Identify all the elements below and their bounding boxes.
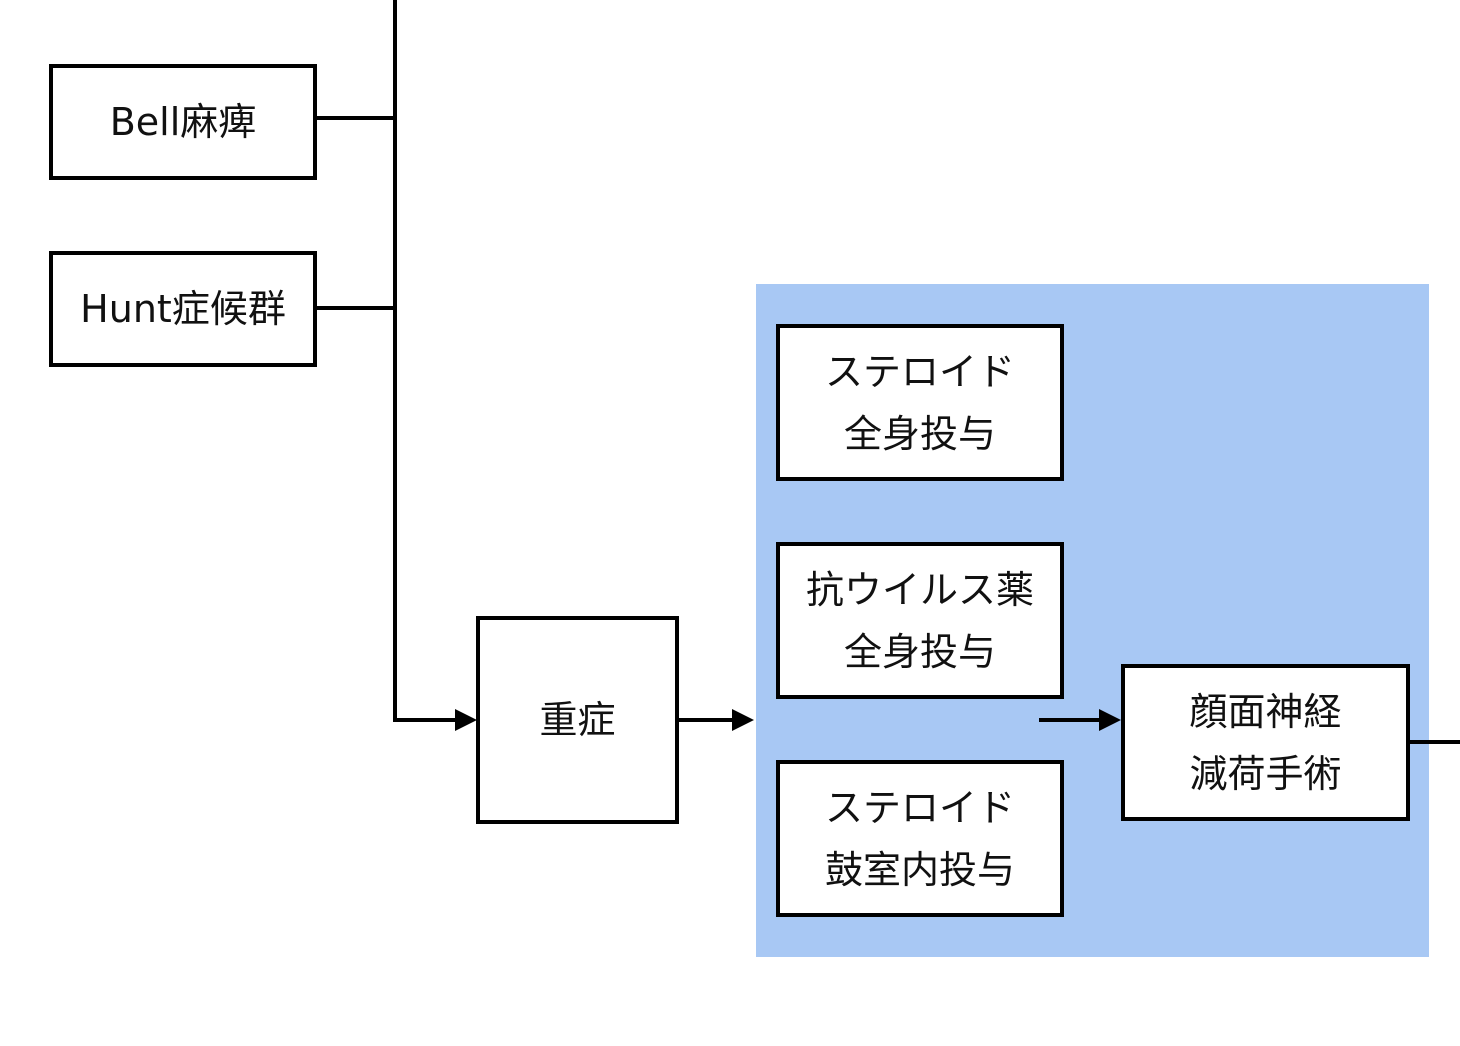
severe-to-treatment-line — [678, 718, 734, 722]
severe-label: 重症 — [539, 698, 616, 742]
hunt-syndrome-label: Hunt症候群 — [80, 287, 286, 331]
trunk-to-severe-line — [393, 718, 457, 722]
hunt-syndrome-node: Hunt症候群 — [49, 251, 317, 367]
steroid-intratympanic-line2: 鼓室内投与 — [824, 847, 1015, 892]
antiviral-systemic-line1: 抗ウイルス薬 — [805, 567, 1034, 612]
trunk-vertical-line — [393, 0, 397, 722]
steroid-intratympanic-node: ステロイド 鼓室内投与 — [776, 760, 1064, 917]
hunt-connector-line — [316, 306, 395, 310]
bell-connector-line — [316, 116, 395, 120]
arrow-to-treatment-head — [732, 709, 754, 731]
facial-nerve-decompression-line2: 減荷手術 — [1189, 751, 1342, 796]
antiviral-systemic-line2: 全身投与 — [843, 629, 996, 674]
severe-node: 重症 — [476, 616, 679, 824]
steroid-systemic-node: ステロイド 全身投与 — [776, 324, 1064, 481]
arrow-to-surgery-head — [1099, 709, 1121, 731]
bell-palsy-label: Bell麻痺 — [109, 100, 257, 144]
steroid-systemic-line2: 全身投与 — [843, 411, 996, 456]
arrow-to-severe-head — [455, 709, 477, 731]
treatment-to-surgery-line — [1039, 718, 1101, 722]
steroid-systemic-line1: ステロイド — [824, 349, 1015, 394]
surgery-outgoing-line — [1409, 740, 1460, 744]
facial-nerve-decompression-line1: 顔面神経 — [1189, 689, 1342, 734]
bell-palsy-node: Bell麻痺 — [49, 64, 317, 180]
antiviral-systemic-node: 抗ウイルス薬 全身投与 — [776, 542, 1064, 699]
facial-nerve-decompression-node: 顔面神経 減荷手術 — [1121, 664, 1410, 821]
steroid-intratympanic-line1: ステロイド — [824, 785, 1015, 830]
